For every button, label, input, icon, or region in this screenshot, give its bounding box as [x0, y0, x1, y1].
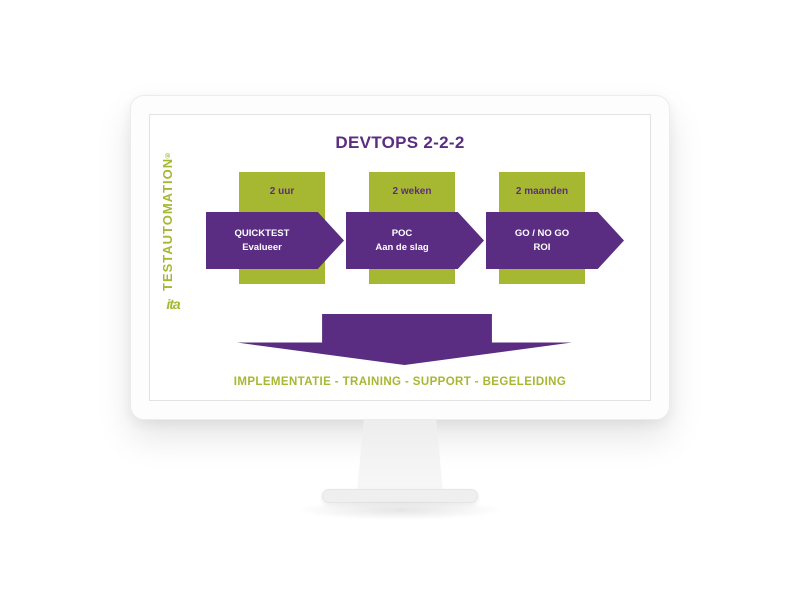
duration-label: 2 maanden [515, 186, 569, 197]
step-arrow-line1: GO / NO GO [514, 227, 570, 239]
step-arrow-go-nogo: GO / NO GO ROI [486, 212, 624, 269]
monitor-stand-base [322, 489, 478, 503]
ita-logo-icon: ita [166, 296, 180, 312]
monitor-screen: DEVTOPS 2-2-2 TESTAUTOMATION® ita 2 uur … [149, 114, 651, 401]
duration-label: 2 uur [269, 186, 295, 197]
brand-vertical-text: TESTAUTOMATION® [160, 149, 180, 291]
step-arrow-line2: Aan de slag [375, 241, 429, 253]
registered-trademark-mark: ® [164, 149, 171, 158]
step-arrow-line2: ROI [533, 241, 551, 253]
step-arrow-line1: QUICKTEST [234, 227, 290, 239]
step-arrow-line1: POC [391, 227, 413, 239]
step-arrow-poc: POC Aan de slag [346, 212, 484, 269]
brand-name: TESTAUTOMATION [160, 157, 175, 291]
slide-title: DEVTOPS 2-2-2 [335, 133, 465, 152]
step-arrow-line2: Evalueer [242, 241, 282, 253]
slide-footer-text: IMPLEMENTATIE - TRAINING - SUPPORT - BEG… [233, 376, 567, 388]
monitor-stand-neck [357, 419, 443, 491]
down-arrow-icon [237, 314, 572, 365]
duration-label: 2 weken [392, 186, 432, 197]
step-arrow-quicktest: QUICKTEST Evalueer [206, 212, 344, 269]
monitor-ground-shadow [295, 500, 505, 520]
monitor-frame: DEVTOPS 2-2-2 TESTAUTOMATION® ita 2 uur … [130, 95, 670, 420]
